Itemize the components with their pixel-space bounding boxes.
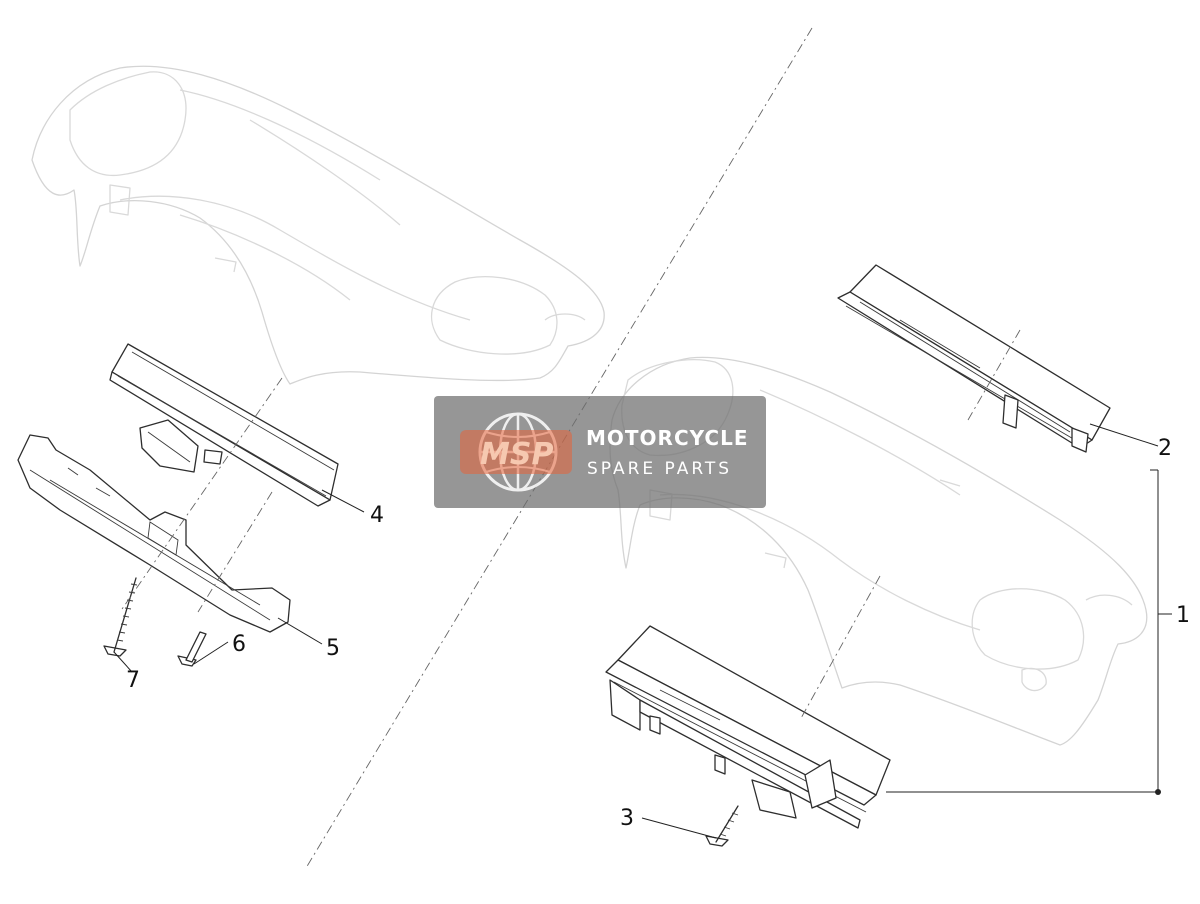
callout-4: 4	[370, 503, 384, 528]
handlebar-cover-ghost-left	[31, 65, 605, 385]
callout-5: 5	[326, 636, 340, 661]
watermark-line2: SPARE PARTS	[587, 459, 732, 479]
leader-line-4	[321, 489, 365, 513]
leader-line-7	[113, 651, 133, 673]
axis-line	[197, 491, 273, 613]
separator-line	[305, 27, 813, 869]
callout-2: 2	[1158, 436, 1172, 461]
leader-line-6	[193, 641, 229, 665]
part-6-pin	[177, 631, 207, 667]
part-7-screw	[103, 577, 138, 657]
part-3-screw	[705, 805, 739, 847]
axis-line	[967, 329, 1021, 421]
leader-line-2	[1089, 423, 1159, 447]
callout-3: 3	[620, 806, 634, 831]
watermark: MSP MOTORCYCLE SPARE PARTS	[434, 396, 766, 508]
part-5-bracket	[17, 434, 291, 633]
callout-1: 1	[1176, 603, 1190, 628]
instrument-cluster-assembly	[605, 625, 891, 829]
callout-7: 7	[126, 668, 140, 693]
axis-line	[799, 575, 881, 721]
watermark-logo: MSP	[480, 437, 553, 472]
watermark-line1: MOTORCYCLE	[586, 426, 748, 450]
watermark-logo-badge	[460, 430, 572, 474]
leader-line-5	[277, 617, 323, 645]
part-4-dashboard-body	[109, 343, 339, 507]
callout-6: 6	[232, 632, 246, 657]
part-2-display-unit	[837, 264, 1111, 453]
leader-dot	[1155, 789, 1161, 795]
leader-line-3	[641, 817, 717, 839]
